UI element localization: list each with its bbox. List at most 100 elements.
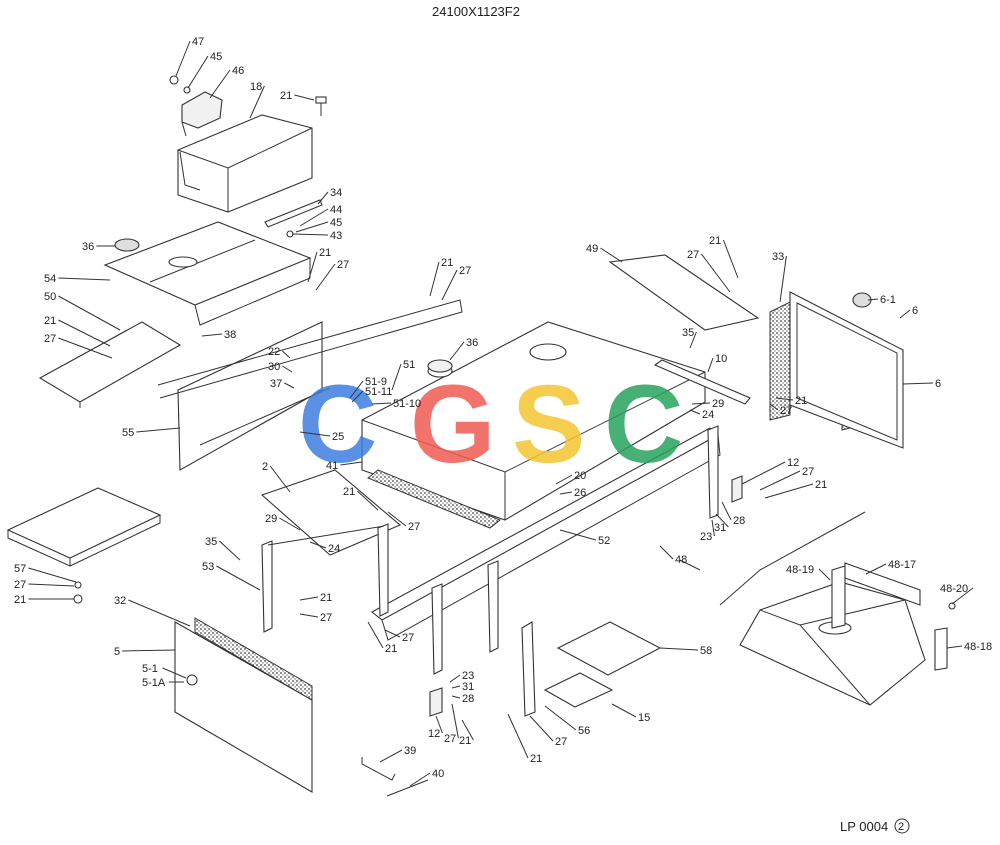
- callout-leader: [58, 295, 121, 331]
- battery-bracket: [181, 91, 223, 129]
- callout-leader: [689, 409, 701, 415]
- callout-leader: [449, 674, 461, 683]
- leg-front-right: [487, 560, 499, 653]
- callout-label: 27: [459, 265, 471, 277]
- grille-41: [367, 469, 501, 529]
- callout-leader: [340, 461, 363, 466]
- watermark-letter: C: [298, 363, 377, 486]
- callout-leader: [769, 403, 779, 411]
- callout-label: 21: [280, 90, 292, 102]
- callout-label: 6: [912, 305, 918, 317]
- callout-leader: [899, 309, 911, 319]
- callout-leader: [201, 333, 223, 337]
- callout-label: 55: [122, 427, 134, 439]
- callout-label: 21: [795, 395, 807, 407]
- leg-53-left: [261, 540, 273, 633]
- callout-leader: [282, 365, 293, 373]
- callout-leader: [28, 567, 77, 583]
- plate-57: [6, 487, 162, 559]
- callout-label: 29: [712, 398, 724, 410]
- callout-leader: [209, 69, 231, 99]
- panel-33: [769, 301, 791, 421]
- cap-36-left: [114, 238, 140, 252]
- page-number: 2: [898, 821, 904, 833]
- callout-label: 51-11: [365, 386, 392, 398]
- callout-leader: [867, 298, 879, 301]
- callout-label: 47: [192, 36, 204, 48]
- plate-48-19: [831, 565, 846, 629]
- leg-53-right: [377, 523, 389, 617]
- bracket-12-bottom: [429, 687, 443, 717]
- callout-leader: [722, 239, 739, 279]
- callout-leader: [128, 599, 191, 627]
- callout-label: 21: [459, 735, 471, 747]
- callout-leader: [28, 583, 75, 587]
- callout-leader: [951, 587, 974, 605]
- watermark-letter: G: [410, 363, 496, 486]
- callout-label: 28: [462, 693, 474, 705]
- callout-label: 21: [385, 643, 397, 655]
- callout-leader: [269, 465, 291, 493]
- callout-label: 21: [530, 753, 542, 765]
- callout-leader: [764, 483, 814, 499]
- plate-2: [260, 469, 402, 556]
- callout-leader: [707, 357, 714, 373]
- callout-label: 53: [202, 561, 214, 573]
- callout-leader: [299, 208, 329, 227]
- callout-label: 5: [114, 646, 120, 658]
- side-panel-55: [177, 321, 323, 471]
- door-latch: [186, 674, 198, 686]
- callout-label: 56: [578, 725, 590, 737]
- watermark: C G S C: [298, 363, 683, 486]
- callout-leader: [136, 427, 181, 433]
- page-reference: LP 0004 2: [840, 818, 910, 834]
- callout-leader: [379, 749, 403, 763]
- seal-32: [194, 617, 313, 701]
- callout-label: 18: [250, 81, 262, 93]
- callout-leader: [555, 474, 573, 485]
- callout-label: 29: [265, 513, 277, 525]
- callout-label: 27: [14, 579, 26, 591]
- callout-leader: [946, 645, 963, 649]
- callout-leader: [284, 382, 295, 389]
- callout-leader: [659, 647, 699, 651]
- callout-label: 5-1A: [142, 677, 166, 689]
- callout-leader: [865, 563, 887, 575]
- washer-45: [183, 86, 191, 94]
- callout-leader: [435, 715, 443, 734]
- callout-leader: [295, 221, 329, 233]
- cover-plate-54: [103, 221, 312, 306]
- callout-leader: [219, 540, 241, 561]
- callout-label: 27: [402, 632, 414, 644]
- door-6: [789, 291, 904, 449]
- callout-leader: [689, 331, 697, 349]
- callout-leader: [309, 541, 327, 549]
- callout-leader: [317, 191, 329, 205]
- callout-leader: [451, 703, 459, 739]
- callout-leader: [58, 277, 111, 281]
- battery-box: [177, 114, 313, 213]
- engine-hood: [361, 321, 706, 521]
- callout-leader: [349, 380, 364, 399]
- callout-label: 21: [319, 247, 331, 259]
- callout-label: 27: [408, 521, 420, 533]
- callout-label: 38: [224, 329, 236, 341]
- callout-label: 36: [466, 337, 478, 349]
- callout-label: 12: [787, 457, 799, 469]
- callout-leader: [58, 337, 113, 359]
- callout-leader: [611, 703, 637, 718]
- callout-label: 23: [462, 670, 474, 682]
- callout-leader: [461, 719, 474, 741]
- callout-label: 40: [432, 768, 444, 780]
- callout-label: 27: [444, 733, 456, 745]
- callout-leader: [559, 529, 597, 541]
- bracket-12-right: [731, 475, 743, 503]
- callout-label: 27: [555, 736, 567, 748]
- callout-leader: [351, 390, 364, 403]
- callout-label: 35: [205, 536, 217, 548]
- callout-leader: [701, 253, 731, 293]
- callout-label: 21: [709, 235, 721, 247]
- callout-label: 21: [14, 594, 26, 606]
- callout-leader: [721, 501, 732, 521]
